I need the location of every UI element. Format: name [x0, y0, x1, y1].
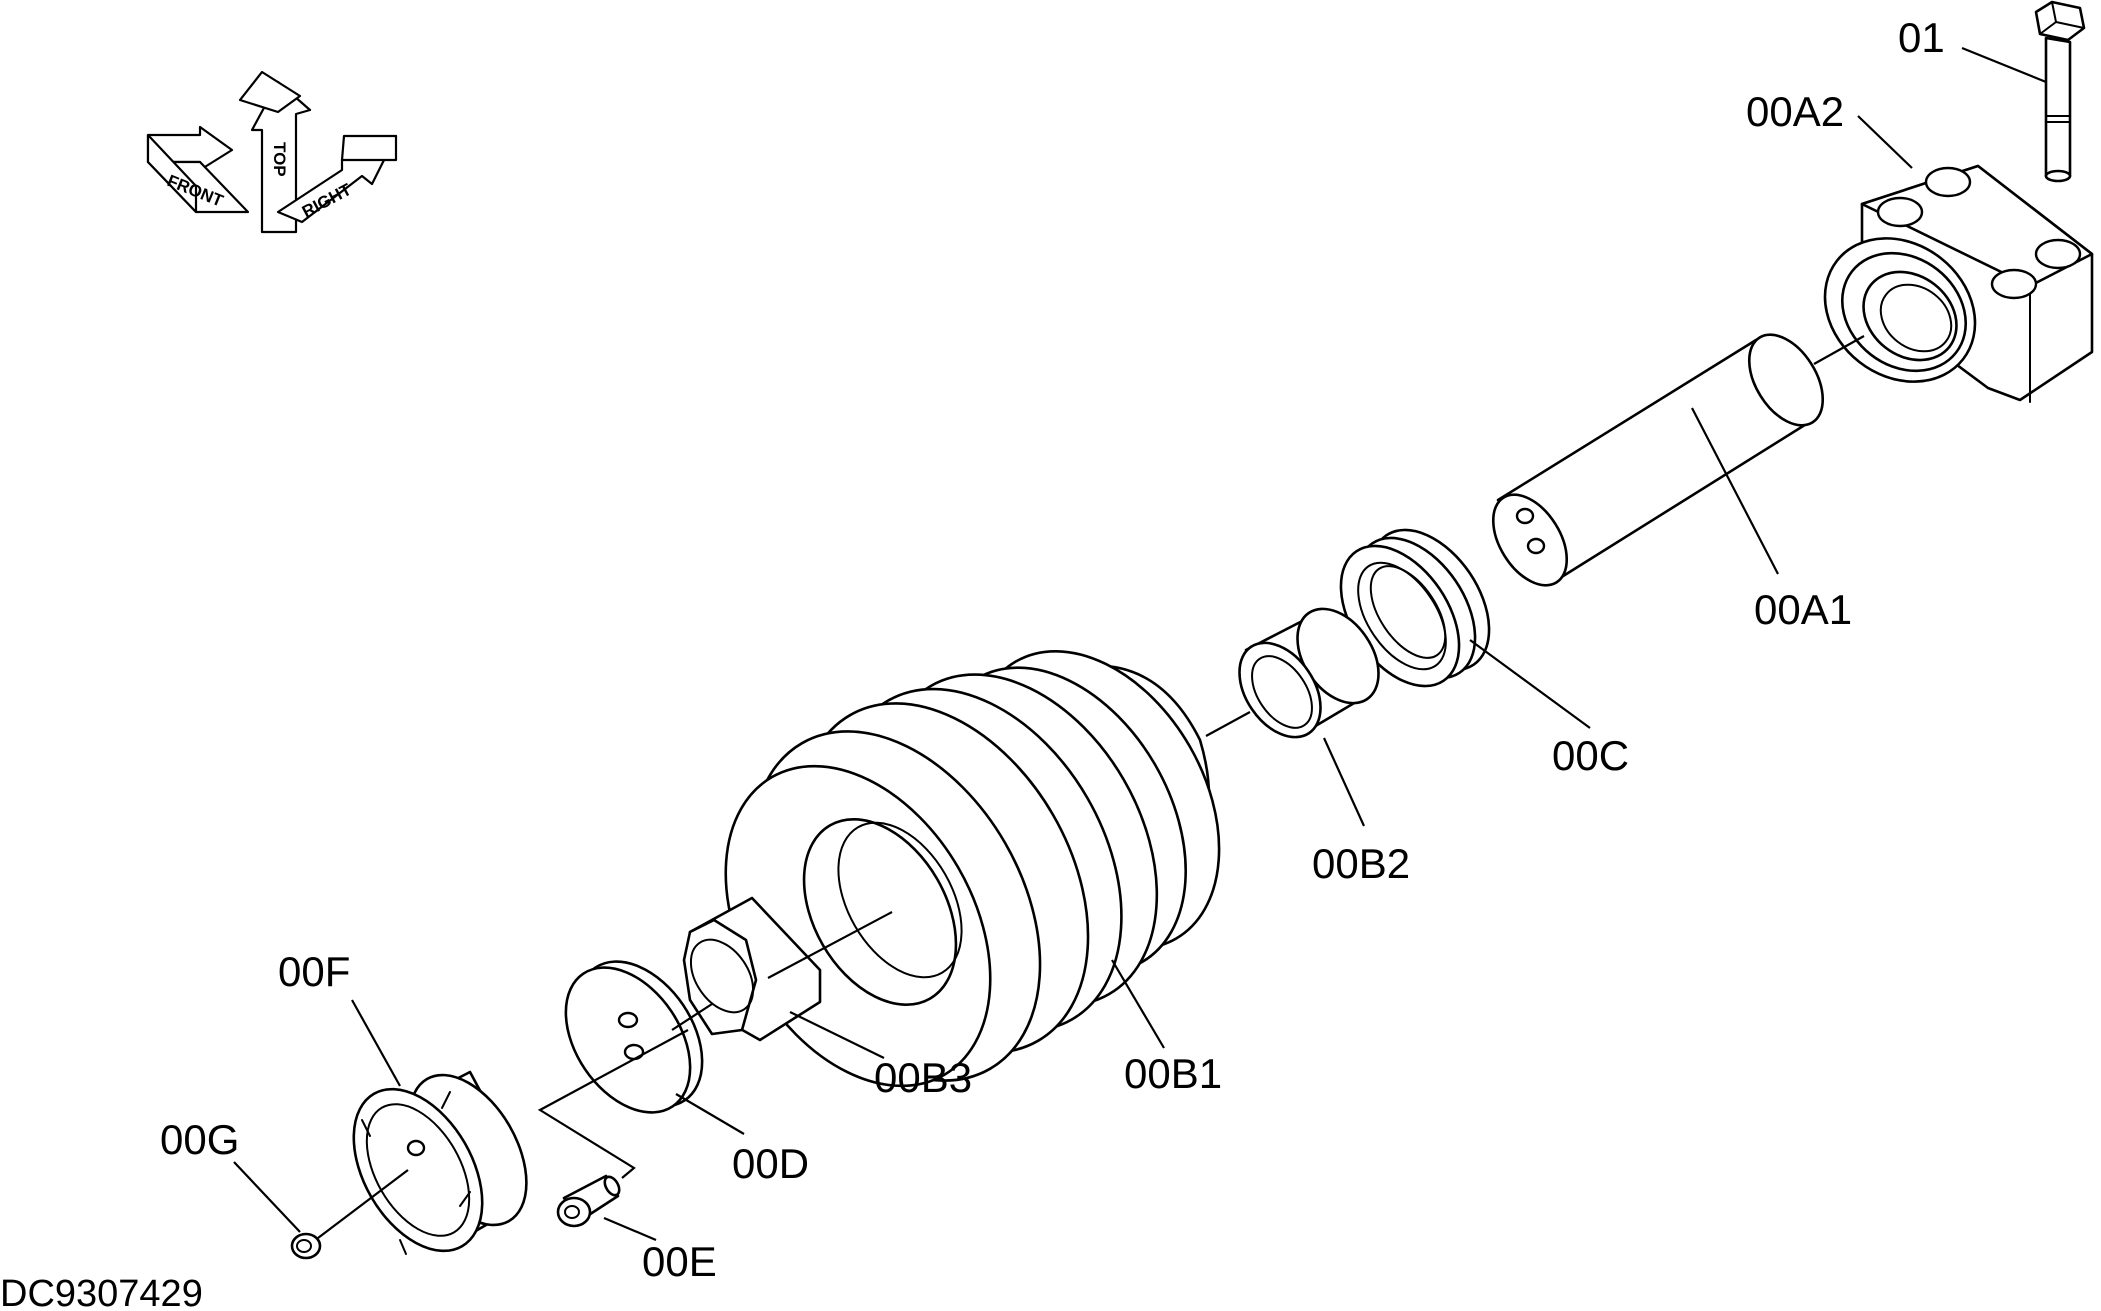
axis-line-plate-collar — [671, 1003, 713, 1031]
callout-00E: 00E — [642, 1238, 717, 1285]
cap-00F-icon — [352, 1070, 528, 1255]
leader-00D — [675, 1093, 745, 1135]
plate-00D-icon — [564, 960, 704, 1114]
top-arrow-icon — [238, 70, 312, 234]
leader-00A2 — [1857, 115, 1913, 169]
roller-00B1-icon — [724, 649, 1221, 1088]
axis-line-collar-roller — [767, 911, 893, 979]
axis-line-roller-bushing — [1205, 711, 1251, 737]
callout-00D: 00D — [732, 1140, 809, 1187]
callout-01: 01 — [1898, 14, 1945, 61]
callout-00C: 00C — [1552, 732, 1629, 779]
leader-00C — [1469, 639, 1591, 729]
callout-00B1: 00B1 — [1124, 1050, 1222, 1097]
axis-line-plug-cap — [317, 1169, 409, 1239]
orientation-indicator: FRONT TOP RIGHT — [146, 70, 398, 234]
shaft-00A1-icon — [1491, 333, 1825, 587]
callout-00A2: 00A2 — [1746, 88, 1844, 135]
axis-line-screw-plate — [537, 1029, 689, 1179]
axis-line-shaft-bracket — [1813, 335, 1865, 365]
callout-00B3: 00B3 — [874, 1054, 972, 1101]
leader-00G — [233, 1161, 301, 1233]
leader-00E — [603, 1216, 657, 1242]
callout-00B2: 00B2 — [1312, 840, 1410, 887]
right-arrow-icon — [276, 134, 398, 224]
callout-00A1: 00A1 — [1754, 586, 1852, 633]
leader-00B1 — [1111, 959, 1165, 1049]
bushing-00B2-icon — [1238, 607, 1380, 739]
collar-00B3-icon — [682, 896, 822, 1042]
front-arrow-icon — [146, 125, 250, 214]
leader-00F — [351, 999, 401, 1087]
plug-00G-icon — [290, 1232, 322, 1260]
callout-00F: 00F — [278, 948, 350, 995]
screw-00E-icon — [556, 1174, 621, 1228]
document-id: DC9307429 — [0, 1273, 203, 1311]
top-label: TOP — [270, 142, 289, 177]
leader-00B3 — [789, 1011, 885, 1059]
bolt-01-icon — [2034, 0, 2086, 183]
leader-00A1 — [1691, 407, 1779, 575]
leader-00B2 — [1322, 737, 1366, 827]
leader-01 — [1961, 46, 2047, 84]
bracket-00A2-icon — [1823, 164, 2094, 403]
callout-00G: 00G — [160, 1116, 239, 1163]
